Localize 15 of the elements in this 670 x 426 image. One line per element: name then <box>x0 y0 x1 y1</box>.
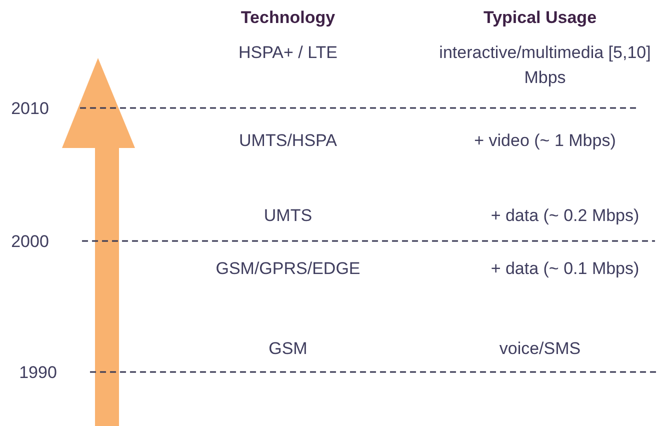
technology-label: HSPA+ / LTE <box>237 42 339 64</box>
year-label: 1990 <box>18 362 58 384</box>
year-label: 2010 <box>10 98 50 120</box>
usage-label: voice/SMS <box>498 338 582 360</box>
technology-label: GSM <box>268 338 308 360</box>
usage-label: interactive/multimedia [5,10] Mbps <box>438 42 652 89</box>
usage-label: + data (~ 0.2 Mbps) <box>490 205 640 227</box>
technology-label: GSM/GPRS/EDGE <box>214 258 362 280</box>
column-header: Typical Usage <box>482 7 598 29</box>
technology-label: UMTS/HSPA <box>238 130 338 152</box>
technology-label: UMTS <box>262 205 314 227</box>
usage-label: + video (~ 1 Mbps) <box>473 130 617 152</box>
year-label: 2000 <box>10 231 50 253</box>
usage-label: + data (~ 0.1 Mbps) <box>490 258 640 280</box>
column-header: Technology <box>240 7 336 29</box>
